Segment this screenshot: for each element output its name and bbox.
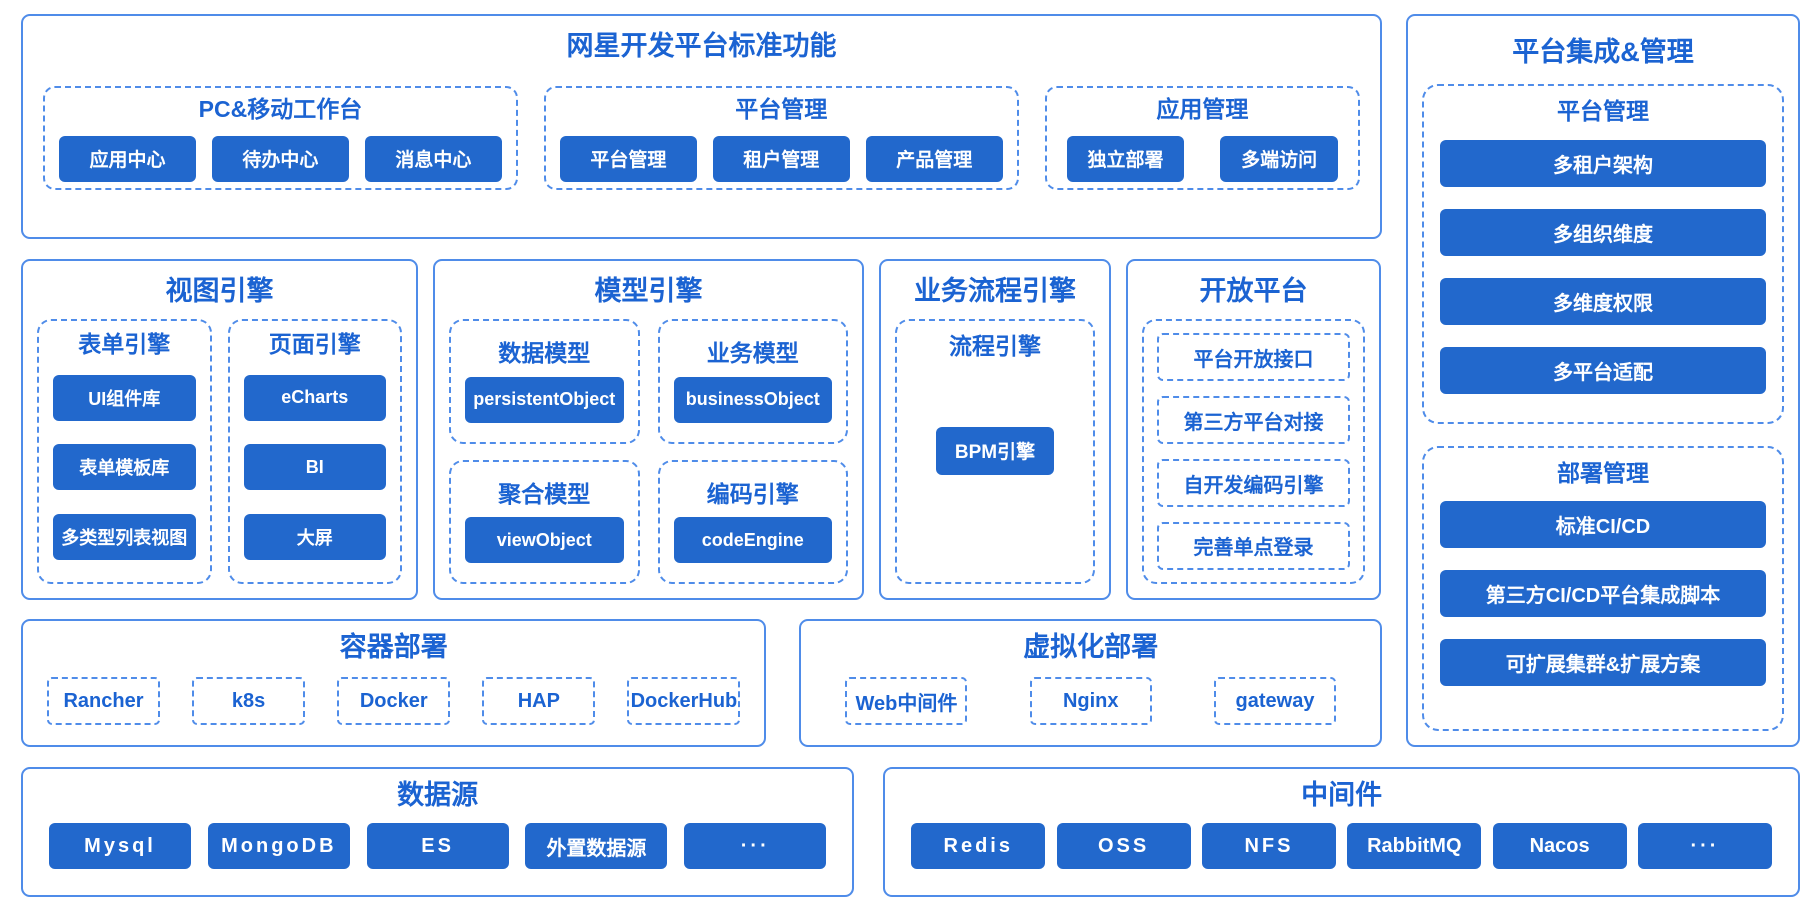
- node-multi-type-list-view: 多类型列表视图: [53, 514, 196, 561]
- node-platform-management: 平台管理: [559, 135, 697, 182]
- container-deploy-section: 容器部署 Rancher k8s Docker HAP DockerHub: [21, 619, 767, 747]
- model-engine-section: 模型引擎 数据模型 persistentObject 业务模型 business…: [433, 259, 864, 600]
- process-engine-section: 业务流程引擎 流程引擎 BPM引擎: [879, 259, 1111, 600]
- group-page-engine: 页面引擎 eCharts BI 大屏: [227, 319, 402, 584]
- node-k8s: k8s: [192, 677, 306, 726]
- group-data-model-title: 数据模型: [498, 340, 591, 367]
- group-pc-mobile-workspace-title: PC&移动工作台: [198, 96, 363, 123]
- node-todo-center: 待办中心: [211, 135, 349, 182]
- group-data-model: 数据模型 persistentObject: [449, 319, 640, 444]
- node-rancher: Rancher: [47, 677, 160, 726]
- group-form-engine-title: 表单引擎: [78, 331, 171, 358]
- group-aggregate-model: 聚合模型 viewObject: [449, 459, 640, 584]
- middleware-title: 中间件: [1301, 780, 1383, 810]
- node-external-datasource: 外置数据源: [525, 823, 668, 870]
- group-code-engine: 编码引擎 codeEngine: [657, 459, 848, 584]
- group-right-platform-management-title: 平台管理: [1557, 98, 1649, 125]
- node-form-template-lib: 表单模板库: [53, 444, 196, 491]
- datasource-title: 数据源: [397, 780, 479, 810]
- virtualization-deploy-section: 虚拟化部署 Web中间件 Nginx gateway: [799, 619, 1382, 747]
- node-multi-org-dimension: 多组织维度: [1440, 208, 1766, 256]
- node-bpm-engine: BPM引擎: [936, 426, 1054, 475]
- group-business-model-title: 业务模型: [706, 340, 799, 367]
- open-platform-section: 开放平台 平台开放接口 第三方平台对接 自开发编码引擎 完善单点登录: [1126, 259, 1381, 600]
- node-standard-cicd: 标准CI/CD: [1440, 501, 1766, 549]
- platform-integration-title: 平台集成&管理: [1512, 37, 1694, 67]
- platform-integration-section: 平台集成&管理 平台管理 多租户架构 多组织维度 多维度权限 多平台适配 部署管…: [1406, 14, 1800, 747]
- group-platform-management: 平台管理 平台管理 租户管理 产品管理: [543, 86, 1019, 191]
- group-deployment-management: 部署管理 标准CI/CD 第三方CI/CD平台集成脚本 可扩展集群&扩展方案: [1422, 445, 1784, 731]
- node-standalone-deploy: 独立部署: [1066, 135, 1185, 182]
- node-nginx: Nginx: [1029, 677, 1152, 726]
- node-gateway: gateway: [1214, 677, 1336, 726]
- open-platform-title: 开放平台: [1199, 276, 1308, 306]
- node-self-dev-code-engine: 自开发编码引擎: [1157, 459, 1350, 508]
- node-code-engine: codeEngine: [673, 517, 832, 564]
- process-engine-title: 业务流程引擎: [914, 276, 1076, 306]
- node-scalable-cluster: 可扩展集群&扩展方案: [1440, 639, 1766, 687]
- group-code-engine-title: 编码引擎: [706, 480, 799, 507]
- node-middleware-more: ···: [1637, 823, 1772, 870]
- node-mongodb: MongoDB: [207, 823, 350, 870]
- node-bi: BI: [243, 444, 386, 491]
- node-ui-component-lib: UI组件库: [53, 374, 196, 421]
- container-deploy-title: 容器部署: [339, 632, 448, 662]
- node-hap: HAP: [482, 677, 596, 726]
- node-multi-device-access: 多端访问: [1220, 135, 1338, 182]
- group-page-engine-title: 页面引擎: [268, 331, 361, 358]
- virtualization-deploy-title: 虚拟化部署: [1023, 632, 1159, 662]
- group-form-engine: 表单引擎 UI组件库 表单模板库 多类型列表视图: [37, 319, 212, 584]
- node-echarts: eCharts: [243, 374, 386, 421]
- group-app-management-title: 应用管理: [1156, 96, 1249, 123]
- node-docker: Docker: [337, 677, 451, 726]
- group-platform-management-title: 平台管理: [735, 96, 828, 123]
- node-app-center: 应用中心: [59, 135, 196, 182]
- node-big-screen: 大屏: [243, 514, 386, 561]
- node-es: ES: [366, 823, 509, 870]
- group-right-platform-management: 平台管理 多租户架构 多组织维度 多维度权限 多平台适配: [1422, 84, 1784, 424]
- node-oss: OSS: [1056, 823, 1191, 870]
- node-redis: Redis: [911, 823, 1046, 870]
- node-business-object: businessObject: [673, 376, 832, 423]
- group-open-platform-items: 平台开放接口 第三方平台对接 自开发编码引擎 完善单点登录: [1142, 319, 1365, 584]
- group-deployment-management-title: 部署管理: [1557, 459, 1649, 486]
- group-app-management: 应用管理 独立部署 多端访问: [1044, 86, 1360, 191]
- group-business-model: 业务模型 businessObject: [657, 319, 848, 444]
- node-third-party-integration: 第三方平台对接: [1157, 396, 1350, 445]
- node-open-api: 平台开放接口: [1157, 333, 1350, 382]
- node-product-management: 产品管理: [865, 135, 1003, 182]
- node-mysql: Mysql: [49, 823, 191, 870]
- node-tenant-management: 租户管理: [712, 135, 850, 182]
- group-flow-engine-title: 流程引擎: [949, 333, 1041, 360]
- node-thirdparty-cicd-script: 第三方CI/CD平台集成脚本: [1440, 570, 1766, 618]
- node-rabbitmq: RabbitMQ: [1347, 823, 1482, 870]
- node-web-middleware: Web中间件: [845, 677, 968, 726]
- middleware-section: 中间件 Redis OSS NFS RabbitMQ Nacos ···: [883, 767, 1800, 897]
- node-persistent-object: persistentObject: [465, 376, 624, 423]
- node-view-object: viewObject: [465, 517, 624, 564]
- node-datasource-more: ···: [684, 823, 827, 870]
- view-engine-section: 视图引擎 表单引擎 UI组件库 表单模板库 多类型列表视图 页面引擎: [21, 259, 418, 600]
- node-dockerhub: DockerHub: [627, 677, 741, 726]
- node-multi-tenant-arch: 多租户架构: [1440, 139, 1766, 187]
- standard-functions-section: 网星开发平台标准功能 PC&移动工作台 应用中心 待办中心 消息中心 平台管理: [21, 14, 1382, 239]
- datasource-section: 数据源 Mysql MongoDB ES 外置数据源 ···: [21, 767, 855, 897]
- group-aggregate-model-title: 聚合模型: [498, 480, 591, 507]
- node-nfs: NFS: [1201, 823, 1336, 870]
- view-engine-title: 视图引擎: [165, 276, 274, 306]
- group-pc-mobile-workspace: PC&移动工作台 应用中心 待办中心 消息中心: [43, 86, 518, 191]
- node-nacos: Nacos: [1492, 823, 1627, 870]
- node-message-center: 消息中心: [364, 135, 502, 182]
- group-flow-engine: 流程引擎 BPM引擎: [895, 319, 1095, 584]
- model-engine-title: 模型引擎: [594, 276, 703, 306]
- node-multi-dimension-permission: 多维度权限: [1440, 277, 1766, 325]
- standard-functions-title: 网星开发平台标准功能: [566, 31, 837, 61]
- node-multi-platform-adaptation: 多平台适配: [1440, 346, 1766, 394]
- node-sso: 完善单点登录: [1157, 521, 1350, 570]
